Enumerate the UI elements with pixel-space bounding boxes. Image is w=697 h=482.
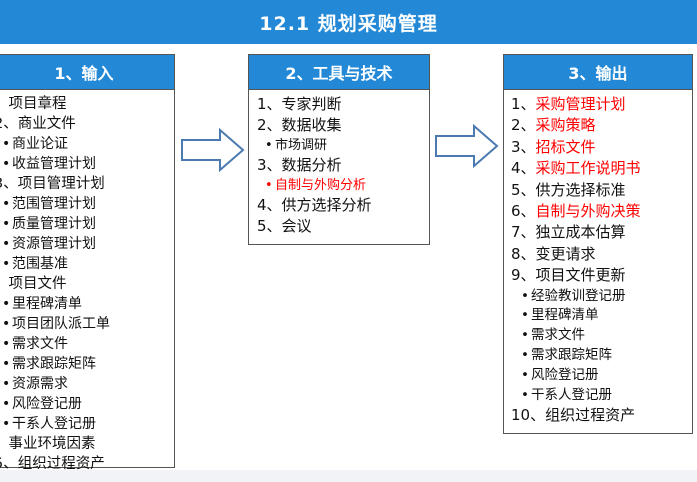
output-item-text: 自制与外购决策 (535, 202, 641, 221)
output-sub-item: 风险登记册 (511, 366, 692, 386)
input-sub-item: 里程碑清单 (0, 294, 174, 314)
output-item-number: 4、 (511, 159, 536, 178)
output-item-number: 2、 (511, 116, 536, 135)
input-sub-item: 资源管理计划 (0, 234, 174, 254)
output-item-number: 6、 (511, 202, 536, 221)
output-item-text: 供方选择标准 (535, 180, 626, 199)
tools-sub-item: 市场调研 (257, 136, 429, 155)
input-list: 、项目章程 2、商业文件商业论证收益管理计划 3、项目管理计划范围管理计划质量管理计… (0, 90, 174, 474)
output-item-text: 采购工作说明书 (535, 159, 641, 178)
tools-sub-item: 自制与外购分析 (257, 176, 429, 195)
input-item: 、项目文件 (0, 276, 67, 292)
output-sub-item: 需求跟踪矩阵 (511, 346, 692, 366)
input-sub-item: 需求跟踪矩阵 (0, 354, 174, 374)
output-item-text: 项目文件更新 (535, 266, 626, 285)
input-item: 3、项目管理计划 (0, 176, 105, 192)
output-item-text: 组织过程资产 (545, 406, 636, 425)
input-sub-item: 质量管理计划 (0, 214, 174, 234)
input-sub-item: 资源需求 (0, 374, 174, 394)
output-item-number: 7、 (511, 223, 536, 242)
output-item: 8、变更请求 (511, 244, 692, 265)
output-item: 3、招标文件 (511, 137, 692, 158)
input-sub-item: 需求文件 (0, 334, 174, 354)
output-sub-item: 干系人登记册 (511, 386, 692, 406)
input-sub-item: 收益管理计划 (0, 154, 174, 174)
output-item: 1、采购管理计划 (511, 94, 692, 115)
output-item-number: 1、 (511, 95, 536, 113)
output-item-number: 9、 (511, 266, 536, 285)
output-sub-item: 需求文件 (511, 326, 692, 346)
output-sub-item: 经验教训登记册 (511, 287, 692, 307)
tools-item: 1、专家判断 (257, 95, 342, 113)
right-arrow-icon (181, 128, 245, 172)
output-item: 4、采购工作说明书 (511, 158, 692, 179)
input-item: 5、组织过程资产 (0, 456, 105, 472)
output-item: 10、组织过程资产 (511, 405, 692, 426)
input-item: 2、商业文件 (0, 116, 76, 132)
diagram-title: 12.1 规划采购管理 (259, 12, 438, 35)
input-sub-item: 风险登记册 (0, 394, 174, 414)
output-panel-header: 3、输出 (504, 55, 692, 90)
tools-item: 5、会议 (257, 217, 312, 235)
tools-panel: 2、工具与技术 1、专家判断 2、数据收集市场调研3、数据分析自制与外购分析4、供… (248, 54, 430, 245)
title-bar: 12.1 规划采购管理 (0, 0, 697, 44)
output-sub-item: 里程碑清单 (511, 306, 692, 326)
input-item: 、项目章程 (0, 96, 67, 112)
input-sub-item: 范围基准 (0, 254, 174, 274)
output-item: 2、采购策略 (511, 115, 692, 136)
output-item-number: 10、 (511, 406, 546, 425)
output-item-number: 5、 (511, 180, 536, 199)
output-item-text: 采购管理计划 (535, 95, 626, 113)
input-panel: 1、输入 、项目章程 2、商业文件商业论证收益管理计划 3、项目管理计划范围管理计划… (0, 54, 175, 472)
input-item: 、事业环境因素 (0, 436, 96, 452)
input-sub-item: 干系人登记册 (0, 414, 174, 434)
tools-item: 4、供方选择分析 (257, 196, 372, 214)
output-item-text: 独立成本估算 (535, 223, 626, 242)
output-item-number: 8、 (511, 244, 536, 263)
output-item-number: 3、 (511, 137, 536, 156)
output-item-text: 招标文件 (535, 137, 596, 156)
output-item: 6、自制与外购决策 (511, 201, 692, 222)
tools-item: 3、数据分析 (257, 156, 342, 174)
tools-item: 2、数据收集 (257, 116, 342, 134)
tools-panel-header: 2、工具与技术 (249, 55, 429, 90)
output-item: 5、供方选择标准 (511, 180, 692, 201)
output-item-text: 变更请求 (535, 244, 596, 263)
right-arrow-icon (435, 124, 499, 168)
output-item: 7、独立成本估算 (511, 222, 692, 243)
tools-list: 1、专家判断 2、数据收集市场调研3、数据分析自制与外购分析4、供方选择分析 5、会… (249, 90, 429, 237)
input-panel-header: 1、输入 (0, 55, 174, 90)
input-sub-item: 项目团队派工单 (0, 314, 174, 334)
output-item-text: 采购策略 (535, 116, 596, 135)
bottom-strip (0, 470, 697, 482)
input-sub-item: 商业论证 (0, 134, 174, 154)
output-item: 9、项目文件更新 (511, 265, 692, 286)
input-sub-item: 范围管理计划 (0, 194, 174, 214)
